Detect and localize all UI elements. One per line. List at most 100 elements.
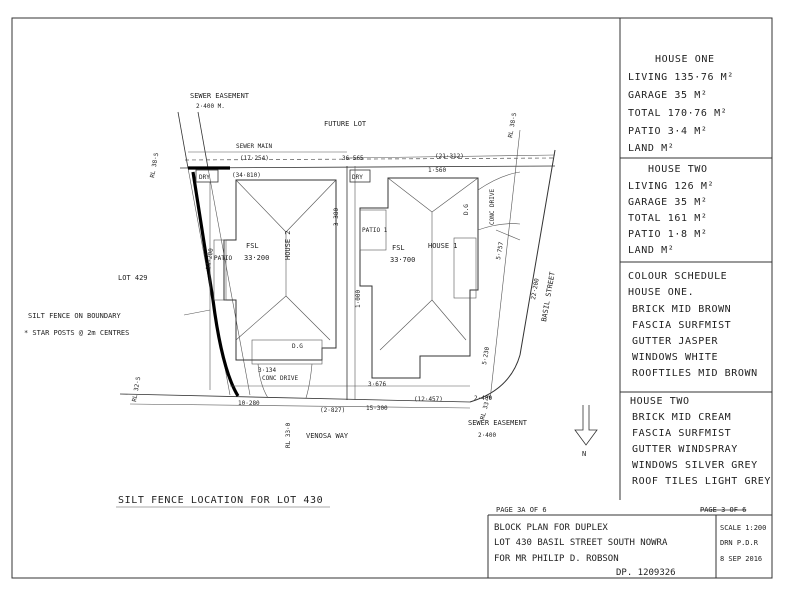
silt-fence-line — [188, 166, 240, 397]
venosa-way-label: VENOSA WAY — [306, 432, 349, 440]
fsl-value-2: 33·200 — [244, 254, 269, 262]
colour-one-row: GUTTER JASPER — [632, 336, 718, 347]
right-boundary — [519, 149, 556, 356]
fsl-label-1: FSL — [392, 244, 405, 252]
corner-splay — [469, 354, 521, 403]
rl-top-left: RL 38·5 — [149, 152, 160, 178]
patio-2-outline — [213, 239, 227, 301]
colour-one-row: ROOFTILES MID BROWN — [632, 368, 758, 379]
conc-drive-2-label: CONC DRIVE — [262, 375, 299, 382]
house-two-row: LAND M² — [628, 245, 674, 256]
title-line-1: BLOCK PLAN FOR DUPLEX — [494, 523, 608, 533]
dim-bottom-mid: 15·300 — [366, 405, 388, 412]
dg-1-label: D.G — [463, 204, 470, 215]
house-two-title: HOUSE TWO — [648, 164, 708, 175]
dg-2-label: D.G — [292, 343, 303, 350]
sewer-easement-top: SEWER EASEMENT — [190, 92, 250, 100]
easement-line — [177, 111, 189, 169]
rl-bottom-mid: RL 33·0 — [285, 422, 292, 448]
garage-1-outline — [453, 237, 477, 299]
fsl-value-1: 33·700 — [390, 256, 415, 264]
drawn-by-label: DRN P.D.R — [720, 539, 759, 547]
roof-hip — [285, 295, 331, 341]
rl-top-right: RL 38·5 — [507, 112, 518, 138]
colour-one-row: BRICK MID BROWN — [632, 304, 731, 315]
patio-1-label: PATIO 1 — [362, 227, 388, 234]
colour-one-row: FASCIA SURFMIST — [632, 320, 731, 331]
dim-bottom-left: 10·280 — [238, 400, 260, 407]
garage-2-outline — [251, 339, 323, 365]
colour-schedule-title: COLOUR SCHEDULE — [628, 271, 727, 282]
dry-box-1 — [349, 169, 371, 183]
sewer-easement-bottom-width: 2·400 — [478, 432, 496, 439]
roof-hip — [387, 177, 433, 213]
dim-side-left: 24·200 — [205, 247, 215, 270]
house-two-row: GARAGE 35 M² — [628, 197, 707, 208]
colour-two-row: BRICK MID CREAM — [632, 412, 731, 423]
colour-two-row: GUTTER WINDSPRAY — [632, 444, 738, 455]
dim-top-right: (21·312) — [435, 153, 464, 160]
dim-bottom-b2: (12·457) — [414, 396, 443, 403]
patio-1-outline — [359, 209, 387, 251]
date-label: 8 SEP 2016 — [720, 555, 762, 563]
house-one-row: LIVING 135·76 M² — [628, 72, 734, 83]
dim-right-offset: 5·757 — [495, 241, 505, 260]
venosa-kerb — [129, 403, 471, 409]
patio-2-label: PATIO — [214, 255, 232, 262]
sewer-main-label: SEWER MAIN — [236, 143, 273, 150]
dim-side-right: 22·200 — [530, 277, 541, 300]
fence-location-caption: SILT FENCE LOCATION FOR LOT 430 — [118, 495, 323, 506]
house-one-row: PATIO 3·4 M² — [628, 126, 707, 137]
scale-label: SCALE 1:200 — [720, 524, 766, 532]
dim-top-left: (17·254) — [240, 155, 269, 162]
silt-fence-leader — [183, 309, 211, 316]
top-boundary — [179, 165, 556, 169]
house-1-label: HOUSE 1 — [428, 242, 458, 250]
roof-hip — [235, 295, 287, 341]
dim-vert-right: 1·000 — [355, 290, 362, 308]
dry-label-1: DRY — [352, 174, 363, 181]
house-one-row: GARAGE 35 M² — [628, 90, 707, 101]
house-one-title: HOUSE ONE — [655, 54, 715, 65]
house-2-label: HOUSE 2 — [284, 230, 292, 260]
dry-box-2 — [195, 169, 219, 183]
bottom-boundary — [119, 393, 471, 403]
north-arrow-shape — [574, 405, 598, 446]
colour-schedule-subtitle: HOUSE ONE. — [628, 287, 694, 298]
colour-two-title: HOUSE TWO — [630, 396, 690, 407]
dim-mid-center: 3·676 — [368, 381, 386, 388]
house-one-row: LAND M² — [628, 143, 674, 154]
easement-line — [207, 167, 251, 396]
silt-fence-note-1: SILT FENCE ON BOUNDARY — [28, 312, 122, 320]
dp-number: DP. 1209326 — [616, 568, 676, 578]
dim-front-r2: 2·400 — [474, 395, 492, 402]
roof-hip — [379, 299, 433, 351]
fsl-label-2: FSL — [246, 242, 259, 250]
colour-two-row: FASCIA SURFMIST — [632, 428, 731, 439]
sheet-border — [11, 17, 773, 579]
easement-line — [197, 111, 209, 169]
silt-fence-note-2: * STAR POSTS @ 2m CENTRES — [24, 329, 129, 337]
future-lot-boundary — [184, 157, 556, 161]
future-lot-label: FUTURE LOT — [324, 120, 367, 128]
dim-top-mid: 36·565 — [342, 155, 364, 162]
house-two-row: TOTAL 161 M² — [628, 213, 707, 224]
house-1-outline — [359, 177, 479, 379]
roof-hip — [431, 299, 467, 341]
house-one-row: TOTAL 170·76 M² — [628, 108, 727, 119]
sewer-easement-bottom: SEWER EASEMENT — [468, 419, 528, 427]
dim-inner-top: (34·810) — [232, 172, 261, 179]
house-two-row: LIVING 126 M² — [628, 181, 714, 192]
colour-two-row: ROOF TILES LIGHT GREY — [632, 476, 771, 487]
dim-front-depth: 1·560 — [428, 167, 446, 174]
house-2-drive — [257, 363, 313, 399]
dim-front-right: 5·230 — [481, 346, 491, 365]
dry-label-2: DRY — [199, 174, 210, 181]
page-number-right: PAGE 3 OF 6 — [700, 506, 746, 514]
conc-drive-1-label: CONC DRIVE — [489, 188, 496, 225]
roof-hip — [235, 179, 287, 233]
page-number-left: PAGE 3A OF 6 — [496, 506, 547, 514]
dim-vert-left: 3·380 — [333, 208, 340, 226]
house-2-outline — [223, 179, 337, 361]
